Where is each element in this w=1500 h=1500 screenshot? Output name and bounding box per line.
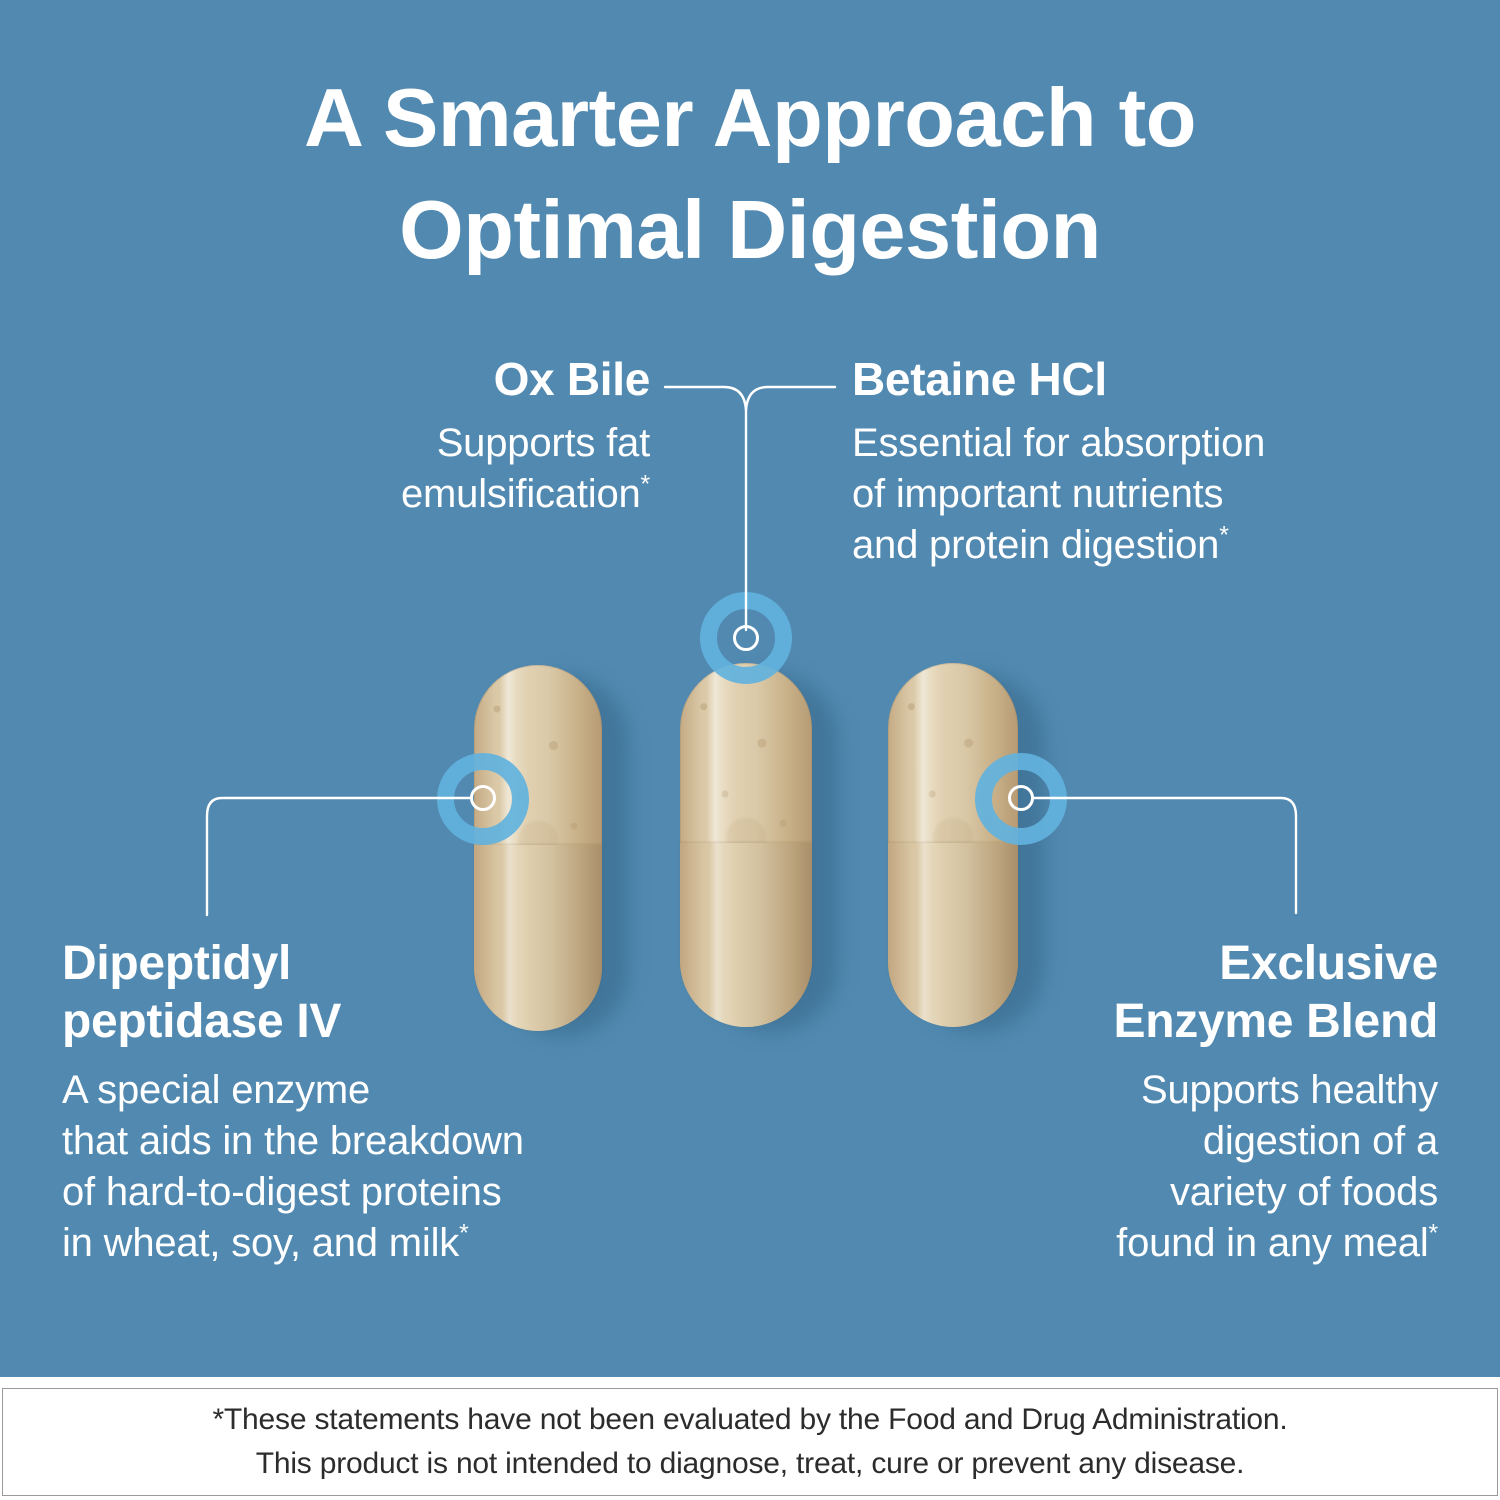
betaine-body-line-1: Essential for absorption [852, 421, 1266, 465]
betaine-footnote-marker: * [1219, 522, 1229, 550]
page-title-line-2: Optimal Digestion [399, 183, 1101, 276]
dpp4-body-line-4-text: in wheat, soy, and milk [62, 1221, 460, 1265]
dpp4-heading-line-2: peptidase IV [62, 995, 342, 1048]
enzyme-heading-line-1: Exclusive [1219, 937, 1438, 990]
enzyme-body-line-3: variety of foods [1169, 1170, 1438, 1214]
ox-bile-footnote-marker: * [640, 471, 651, 499]
callout-ox-bile: Ox Bile Supports fat emulsification* [250, 352, 650, 520]
ox-bile-body-line-2: emulsification* [250, 469, 650, 520]
dpp4-body-line-1: A special enzyme [62, 1068, 371, 1112]
capsule-band-1 [474, 845, 602, 1031]
dpp4-body-line-4: in wheat, soy, and milk* [62, 1218, 682, 1269]
enzyme-body-line-4: found in any meal* [830, 1218, 1438, 1269]
node-dot-top-center [733, 625, 759, 651]
disclaimer-footer: *These statements have not been evaluate… [2, 1388, 1498, 1496]
callout-exclusive-enzyme-blend: Exclusive Enzyme Blend Supports healthy … [830, 935, 1439, 1269]
callout-enzyme-blend-body: Supports healthy digestion of a variety … [830, 1065, 1438, 1269]
callout-betaine-hcl-heading: Betaine HCl [852, 353, 1107, 405]
ox-bile-body-line-1: Supports fat [436, 421, 650, 465]
capsule-band-2 [680, 843, 812, 1027]
enzyme-body-line-1: Supports healthy [1141, 1068, 1438, 1112]
enzyme-heading-line-2: Enzyme Blend [1113, 995, 1439, 1048]
capsule-band-3 [888, 843, 1018, 1027]
betaine-body-line-3-text: and protein digestion [852, 523, 1220, 567]
callout-enzyme-blend-heading: Exclusive Enzyme Blend [830, 935, 1439, 1051]
dpp4-footnote-marker: * [459, 1220, 469, 1248]
page-title: A Smarter Approach to Optimal Digestion [0, 62, 1500, 286]
node-dot-left [470, 785, 496, 811]
callout-ox-bile-body: Supports fat emulsification* [250, 418, 650, 520]
dpp4-body-line-2: that aids in the breakdown [62, 1119, 524, 1163]
callout-dpp4-body: A special enzyme that aids in the breakd… [62, 1065, 682, 1269]
dpp4-body-line-3: of hard-to-digest proteins [62, 1170, 502, 1214]
disclaimer-line-1: *These statements have not been evaluate… [212, 1403, 1288, 1436]
enzyme-footnote-marker: * [1428, 1220, 1439, 1248]
callout-dpp4-heading: Dipeptidyl peptidase IV [62, 935, 682, 1051]
enzyme-body-line-2: digestion of a [1202, 1119, 1438, 1163]
betaine-body-line-2: of important nutrients [852, 472, 1224, 516]
enzyme-body-line-4-text: found in any meal [1116, 1221, 1429, 1265]
node-dot-right [1008, 785, 1034, 811]
page-title-line-1: A Smarter Approach to [304, 71, 1196, 164]
disclaimer-line-2: This product is not intended to diagnose… [255, 1447, 1245, 1480]
callout-betaine-hcl: Betaine HCl Essential for absorption of … [852, 352, 1412, 571]
dpp4-heading-line-1: Dipeptidyl [62, 937, 292, 990]
callout-dipeptidyl-peptidase-iv: Dipeptidyl peptidase IV A special enzyme… [62, 935, 682, 1269]
ox-bile-body-line-2-text: emulsification [401, 472, 641, 516]
betaine-body-line-3: and protein digestion* [852, 520, 1412, 571]
callout-betaine-hcl-body: Essential for absorption of important nu… [852, 418, 1412, 571]
callout-ox-bile-heading: Ox Bile [493, 353, 651, 405]
